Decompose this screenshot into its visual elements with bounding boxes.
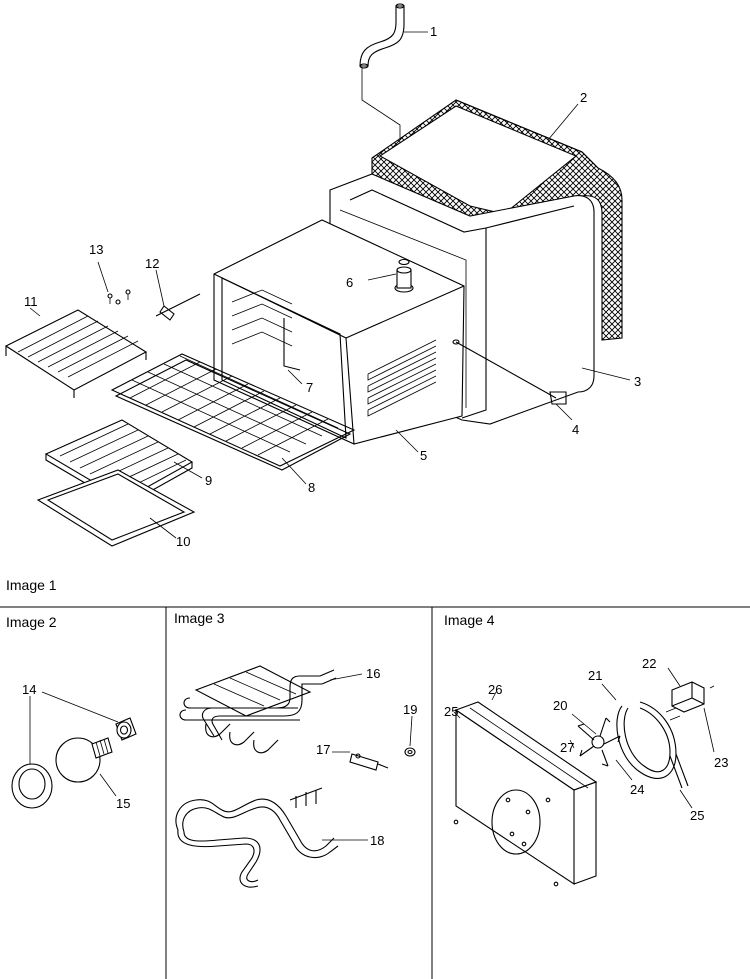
callout-4: 4 [572, 422, 579, 437]
image1-leaders [29, 31, 631, 539]
callout-14: 14 [22, 682, 36, 697]
orifice-fitting-part [394, 258, 414, 293]
callout-22: 22 [642, 656, 656, 671]
image4-caption: Image 4 [444, 612, 495, 628]
image4-panel: Image 4 [444, 612, 728, 887]
callout-7: 7 [306, 380, 313, 395]
callout-25-top: 25 [444, 704, 458, 719]
panel-dividers [0, 606, 750, 979]
rack-guide-part [155, 293, 201, 321]
light-socket-part [115, 717, 137, 741]
small-rack-part [4, 309, 148, 398]
callout-11: 11 [24, 294, 38, 309]
callout-16: 16 [366, 666, 380, 681]
callout-15: 15 [116, 796, 130, 811]
screws-part [107, 289, 131, 305]
light-cover-part [11, 763, 53, 809]
callout-1: 1 [430, 24, 437, 39]
callout-25-bottom: 25 [690, 808, 704, 823]
image1-panel: 1 2 3 4 5 6 7 8 9 10 11 12 13 [4, 3, 641, 549]
callout-13: 13 [89, 242, 103, 257]
sensor-probe-part [283, 318, 301, 371]
callout-10: 10 [176, 534, 190, 549]
callout-21: 21 [588, 668, 602, 683]
fan-back-panel-part [453, 701, 598, 887]
sensor-part [349, 753, 389, 771]
bulb-rod-part [452, 339, 567, 405]
bake-element-part [175, 787, 339, 888]
broil-element-part [179, 665, 337, 754]
callout-9: 9 [205, 473, 212, 488]
image2-panel: Image 2 14 15 [6, 614, 137, 811]
callout-26: 26 [488, 682, 502, 697]
callout-17: 17 [316, 742, 330, 757]
callout-24: 24 [630, 782, 644, 797]
callout-27: 27 [560, 740, 574, 755]
image3-caption: Image 3 [174, 610, 225, 626]
callout-3: 3 [634, 374, 641, 389]
callout-2: 2 [580, 90, 587, 105]
callout-18: 18 [370, 833, 384, 848]
fan-blade-part [577, 717, 621, 767]
callout-20: 20 [553, 698, 567, 713]
fan-motor-part [665, 681, 715, 721]
convection-element-part [616, 701, 689, 789]
callout-19: 19 [403, 702, 417, 717]
light-bulb-part [55, 737, 113, 783]
callout-12: 12 [145, 256, 159, 271]
image2-caption: Image 2 [6, 614, 57, 630]
callout-6: 6 [346, 275, 353, 290]
image3-panel: Image 3 [174, 610, 417, 888]
callout-23: 23 [714, 755, 728, 770]
callout-5: 5 [420, 448, 427, 463]
nut-part [404, 747, 416, 757]
image1-caption: Image 1 [6, 577, 57, 593]
oven-rack-part [110, 353, 356, 471]
callout-8: 8 [308, 480, 315, 495]
broil-pan-part [36, 469, 196, 547]
